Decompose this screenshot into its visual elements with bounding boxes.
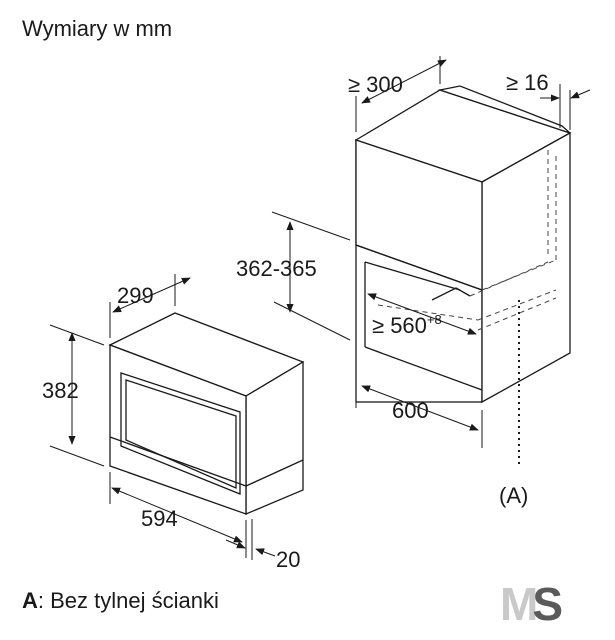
- dim-depth-299: [109, 274, 191, 338]
- dim-gap-min-label: ≥ 16: [506, 70, 549, 95]
- callout-a-label: (A): [499, 483, 528, 508]
- dim-cabinet-width-label: 600: [392, 398, 429, 423]
- logo-letter-s: S: [532, 578, 563, 630]
- dim-depth-min-label: ≥ 300: [348, 72, 403, 97]
- footnote-key: A: [22, 588, 38, 613]
- dim-front-thickness: [225, 519, 276, 560]
- cabinet-outline: [354, 85, 572, 404]
- dim-gap-min: [540, 84, 591, 130]
- brand-logo: MS: [500, 580, 592, 628]
- dim-appliance-width-label: 594: [141, 506, 178, 531]
- dim-niche-width-value: 560: [390, 313, 427, 338]
- dim-niche-width-label: ≥ 560+8: [372, 312, 442, 338]
- dim-niche-width: [367, 293, 477, 335]
- dim-depth-min: [355, 56, 447, 132]
- dim-niche-height: [271, 211, 351, 341]
- dim-height-382: [49, 324, 105, 467]
- dim-height-382-label: 382: [42, 378, 79, 403]
- dim-front-thickness-label: 20: [276, 547, 300, 572]
- diagram-title: Wymiary w mm: [22, 16, 173, 41]
- dim-niche-height-label: 362-365: [236, 256, 317, 281]
- dim-appliance-width: [109, 472, 247, 558]
- footnote: A: Bez tylnej ścianki: [22, 588, 219, 614]
- dim-depth-299-label: 299: [117, 283, 154, 308]
- appliance-outline: [108, 312, 305, 515]
- dim-niche-width-tolerance: +8: [427, 312, 442, 327]
- dim-niche-width-prefix: ≥: [372, 313, 390, 338]
- footnote-text: : Bez tylnej ścianki: [37, 588, 219, 613]
- logo-letter-m: M: [500, 578, 538, 630]
- dim-cabinet-width: [355, 372, 483, 448]
